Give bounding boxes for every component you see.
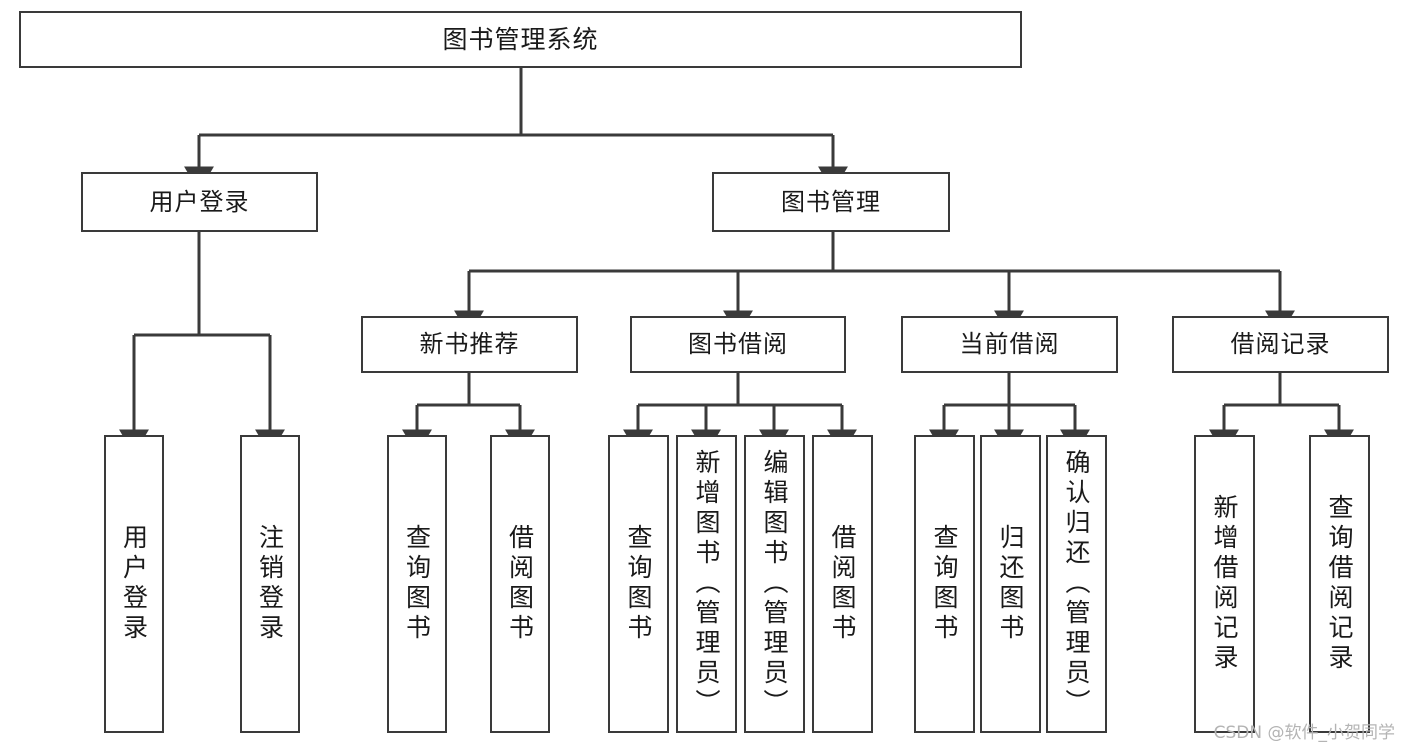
node-label: 编辑图书（管理员）: [760, 449, 789, 719]
node-label: 用户登录: [149, 187, 250, 216]
node-borrow-record[interactable]: 借阅记录: [1172, 316, 1389, 373]
node-leaf-return-book[interactable]: 归还图书: [980, 435, 1041, 733]
node-leaf-user-logout[interactable]: 注销登录: [240, 435, 300, 733]
node-root-system[interactable]: 图书管理系统: [19, 11, 1022, 68]
node-leaf-query-book-1[interactable]: 查询图书: [387, 435, 447, 733]
node-leaf-borrow-book-2[interactable]: 借阅图书: [812, 435, 873, 733]
node-label: 图书管理: [781, 187, 881, 216]
node-leaf-add-record[interactable]: 新增借阅记录: [1194, 435, 1255, 733]
node-label: 归还图书: [996, 524, 1025, 644]
node-new-book-recommend[interactable]: 新书推荐: [361, 316, 578, 373]
node-label: 注销登录: [255, 524, 285, 644]
node-label: 用户登录: [119, 524, 149, 644]
node-label: 新增图书（管理员）: [692, 449, 721, 719]
node-label: 新增借阅记录: [1210, 494, 1239, 674]
node-label: 借阅图书: [828, 524, 857, 644]
node-leaf-query-book-3[interactable]: 查询图书: [914, 435, 975, 733]
node-leaf-query-book-2[interactable]: 查询图书: [608, 435, 669, 733]
node-label: 确认归还（管理员）: [1062, 449, 1091, 719]
node-label: 查询借阅记录: [1325, 494, 1354, 674]
node-label: 图书借阅: [688, 330, 788, 359]
node-user-login[interactable]: 用户登录: [81, 172, 318, 232]
node-leaf-confirm-return[interactable]: 确认归还（管理员）: [1046, 435, 1107, 733]
node-leaf-query-record[interactable]: 查询借阅记录: [1309, 435, 1370, 733]
node-book-borrow[interactable]: 图书借阅: [630, 316, 846, 373]
node-leaf-add-book[interactable]: 新增图书（管理员）: [676, 435, 737, 733]
node-label: 查询图书: [402, 524, 432, 644]
node-leaf-user-login[interactable]: 用户登录: [104, 435, 164, 733]
node-label: 当前借阅: [959, 330, 1060, 359]
node-label: 借阅记录: [1230, 330, 1331, 359]
node-label: 新书推荐: [419, 330, 520, 359]
node-label: 借阅图书: [505, 524, 535, 644]
node-book-manage[interactable]: 图书管理: [712, 172, 950, 232]
node-current-borrow[interactable]: 当前借阅: [901, 316, 1118, 373]
node-label: 图书管理系统: [442, 24, 599, 54]
node-label: 查询图书: [930, 524, 959, 644]
node-label: 查询图书: [624, 524, 653, 644]
node-leaf-borrow-book-1[interactable]: 借阅图书: [490, 435, 550, 733]
node-leaf-edit-book[interactable]: 编辑图书（管理员）: [744, 435, 805, 733]
